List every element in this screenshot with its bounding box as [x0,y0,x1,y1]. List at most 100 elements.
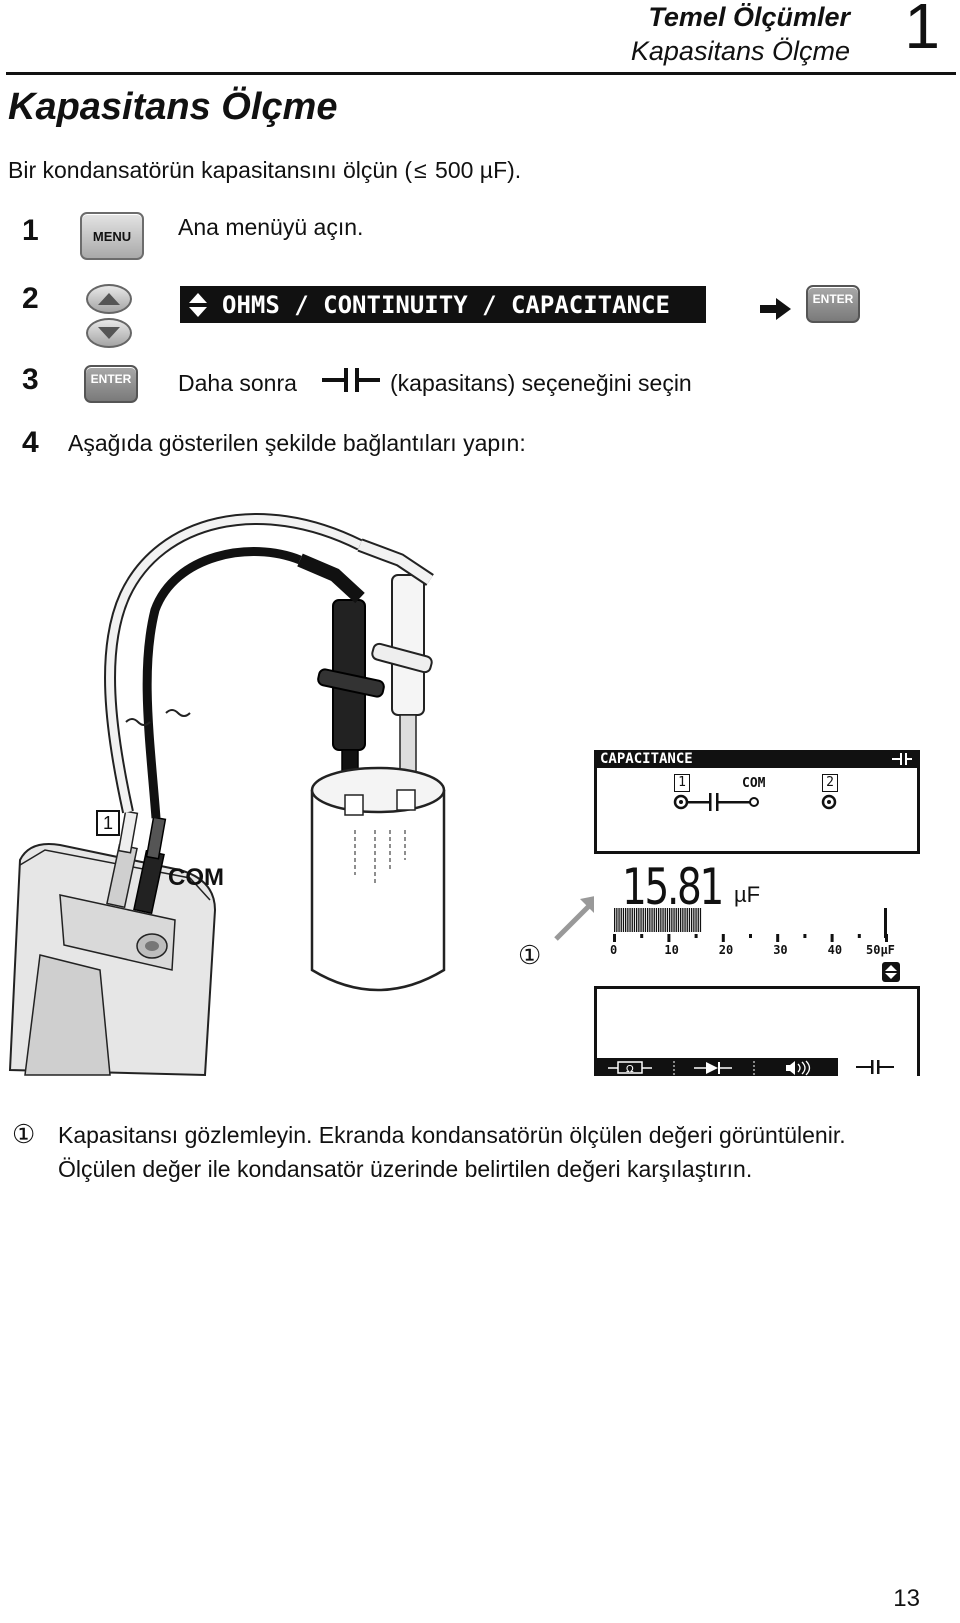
bargraph-segment [629,908,631,932]
bargraph-segment [673,908,675,932]
bargraph-segment [649,908,651,932]
bargraph-segment [651,908,653,932]
bargraph-segment [686,908,688,932]
screen-connection-diagram [673,793,837,811]
bargraph-segment [680,908,682,932]
step-2-number: 2 [22,282,39,315]
screen-scale-label: 50µF [866,943,895,957]
bargraph-scale-tick [776,934,780,942]
step-3-text-after: (kapasitans) seçeneğini seçin [390,370,692,396]
screen-input-2: 2 [822,774,838,792]
screen-softkey-bar: Ω [594,1058,838,1076]
bargraph-segment [620,908,622,932]
bargraph-scale-tick [640,934,644,938]
bargraph-scale-tick [613,934,616,942]
bargraph-segment [677,908,680,932]
footnote-text: Kapasitansı gözlemleyin. Ekranda kondans… [58,1122,846,1182]
bargraph-segment [697,908,699,932]
bargraph-segment [618,908,620,932]
bargraph-segment [633,908,636,932]
callout-marker: ① [518,940,542,970]
down-arrow-icon [98,327,120,339]
bargraph-scale-tick [803,934,807,938]
chapter-number: 1 [904,0,940,62]
bargraph-scale-tick [830,934,834,942]
screen-capacitor-icon [892,753,912,765]
less-equal-icon: ≤ [414,157,427,183]
screen-reading-unit: µF [734,882,761,907]
step-3-text-before: Daha sonra [178,370,297,396]
screen-mode-bar: CAPACITANCE [594,750,920,768]
screen-bargraph [613,908,888,942]
com-label: COM [168,864,224,891]
input-1-label: 1 [96,810,120,836]
bargraph-segment [684,908,686,932]
page-title: Kapasitans Ölçme [8,86,338,128]
bargraph-segment [636,908,638,932]
footnote-marker: ① [12,1119,36,1149]
enter-key[interactable]: ENTER [84,365,138,403]
bargraph-segment [666,908,669,932]
bargraph-segment [695,908,697,932]
bargraph-segment [622,908,625,932]
bargraph-segment [640,908,642,932]
screen-scale-label: 20 [718,943,734,957]
bargraph-segment [625,908,627,932]
step-1-number: 1 [22,214,39,247]
bargraph-segment [644,908,647,932]
step-1-text: Ana menüyü açın. [178,214,364,240]
capacitor-icon [322,368,380,392]
page-number: 13 [893,1585,920,1612]
bargraph-scale-tick [721,934,725,942]
screen-com: COM [742,776,766,791]
running-header-title: Temel Ölçümler [648,2,850,32]
up-arrow-icon [98,293,120,305]
screen-input-1: 1 [674,774,690,792]
menu-key[interactable]: MENU [80,212,144,260]
bargraph-scale-tick [694,934,698,938]
bargraph-scale-tick [857,934,861,938]
bargraph-segment [662,908,664,932]
bargraph-segment [614,908,616,932]
bargraph-segment [691,908,693,932]
bargraph-scale-tick [749,934,752,938]
down-arrow-key[interactable] [86,318,132,348]
bargraph-segment [655,908,658,932]
running-header-subtitle: Kapasitans Ölçme [630,36,850,66]
bargraph-segment [631,908,633,932]
screen-capacitor-softkey-icon [856,1060,894,1074]
bargraph-segment [664,908,666,932]
bargraph-segment [642,908,644,932]
bargraph-segment [616,908,618,932]
bargraph-segment [675,908,677,932]
intro-text: Bir kondansatörün kapasitansını ölçün (≤… [8,157,521,184]
bargraph-segment [658,908,660,932]
bargraph-segment [669,908,671,932]
screen-scale-label: 0 [610,943,618,957]
intro-text-content: Bir kondansatörün kapasitansını ölçün (≤… [8,157,522,183]
bargraph-segment [682,908,684,932]
screen-mode-title: CAPACITANCE [600,751,693,767]
bargraph-range-marker [884,908,887,938]
bargraph-segment [660,908,662,932]
menu-banner-label: OHMS / CONTINUITY / CAPACITANCE [222,290,670,319]
screen-updown-icon [882,962,900,982]
step-4-number: 4 [22,426,39,459]
screen-softkey-icons: Ω [608,1060,811,1076]
connection-illustration [8,513,446,1077]
bargraph-segment [671,908,673,932]
header-rule [6,72,956,75]
screen-scale-label: 40 [827,943,843,957]
bargraph-segment [638,908,640,932]
bargraph-segment [653,908,655,932]
bargraph-segment [627,908,629,932]
screen-reading-value: 15.81 [622,858,724,916]
updown-keys [86,284,132,348]
up-arrow-key[interactable] [86,284,132,314]
arrow-right-icon [760,298,791,320]
updown-icon [189,292,207,317]
enter-key-step2[interactable]: ENTER [806,285,860,323]
bargraph-segment [688,908,691,932]
